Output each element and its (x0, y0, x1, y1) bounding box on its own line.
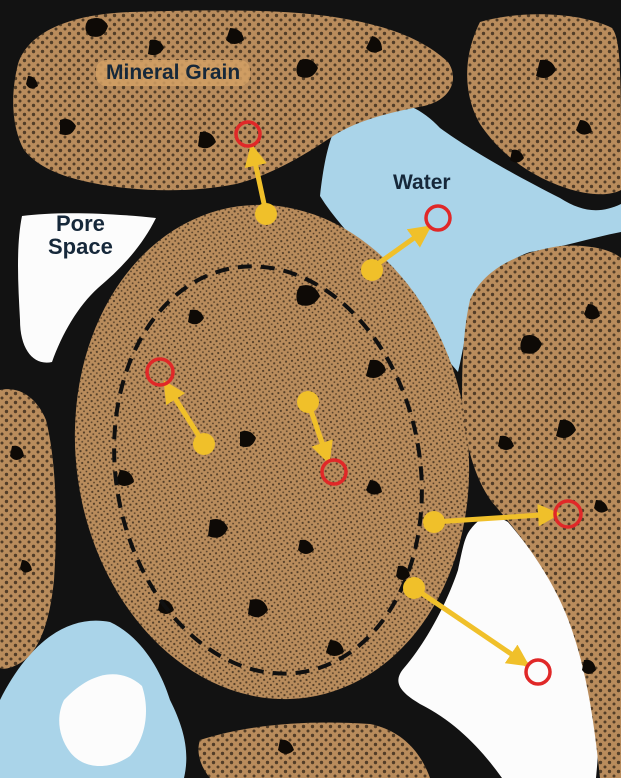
yellow-dot-icon (297, 391, 319, 413)
yellow-dot-icon (361, 259, 383, 281)
mineral-grain-label: Mineral Grain (96, 60, 250, 86)
pore-label-line-2: Space (48, 235, 113, 258)
yellow-dot-icon (423, 511, 445, 533)
yellow-dot-icon (403, 577, 425, 599)
water-label: Water (393, 172, 451, 194)
pore-label-line-1: Pore (48, 212, 113, 235)
yellow-dot-icon (255, 203, 277, 225)
yellow-dot-icon (193, 433, 215, 455)
pore-space-label: Pore Space (48, 212, 113, 258)
